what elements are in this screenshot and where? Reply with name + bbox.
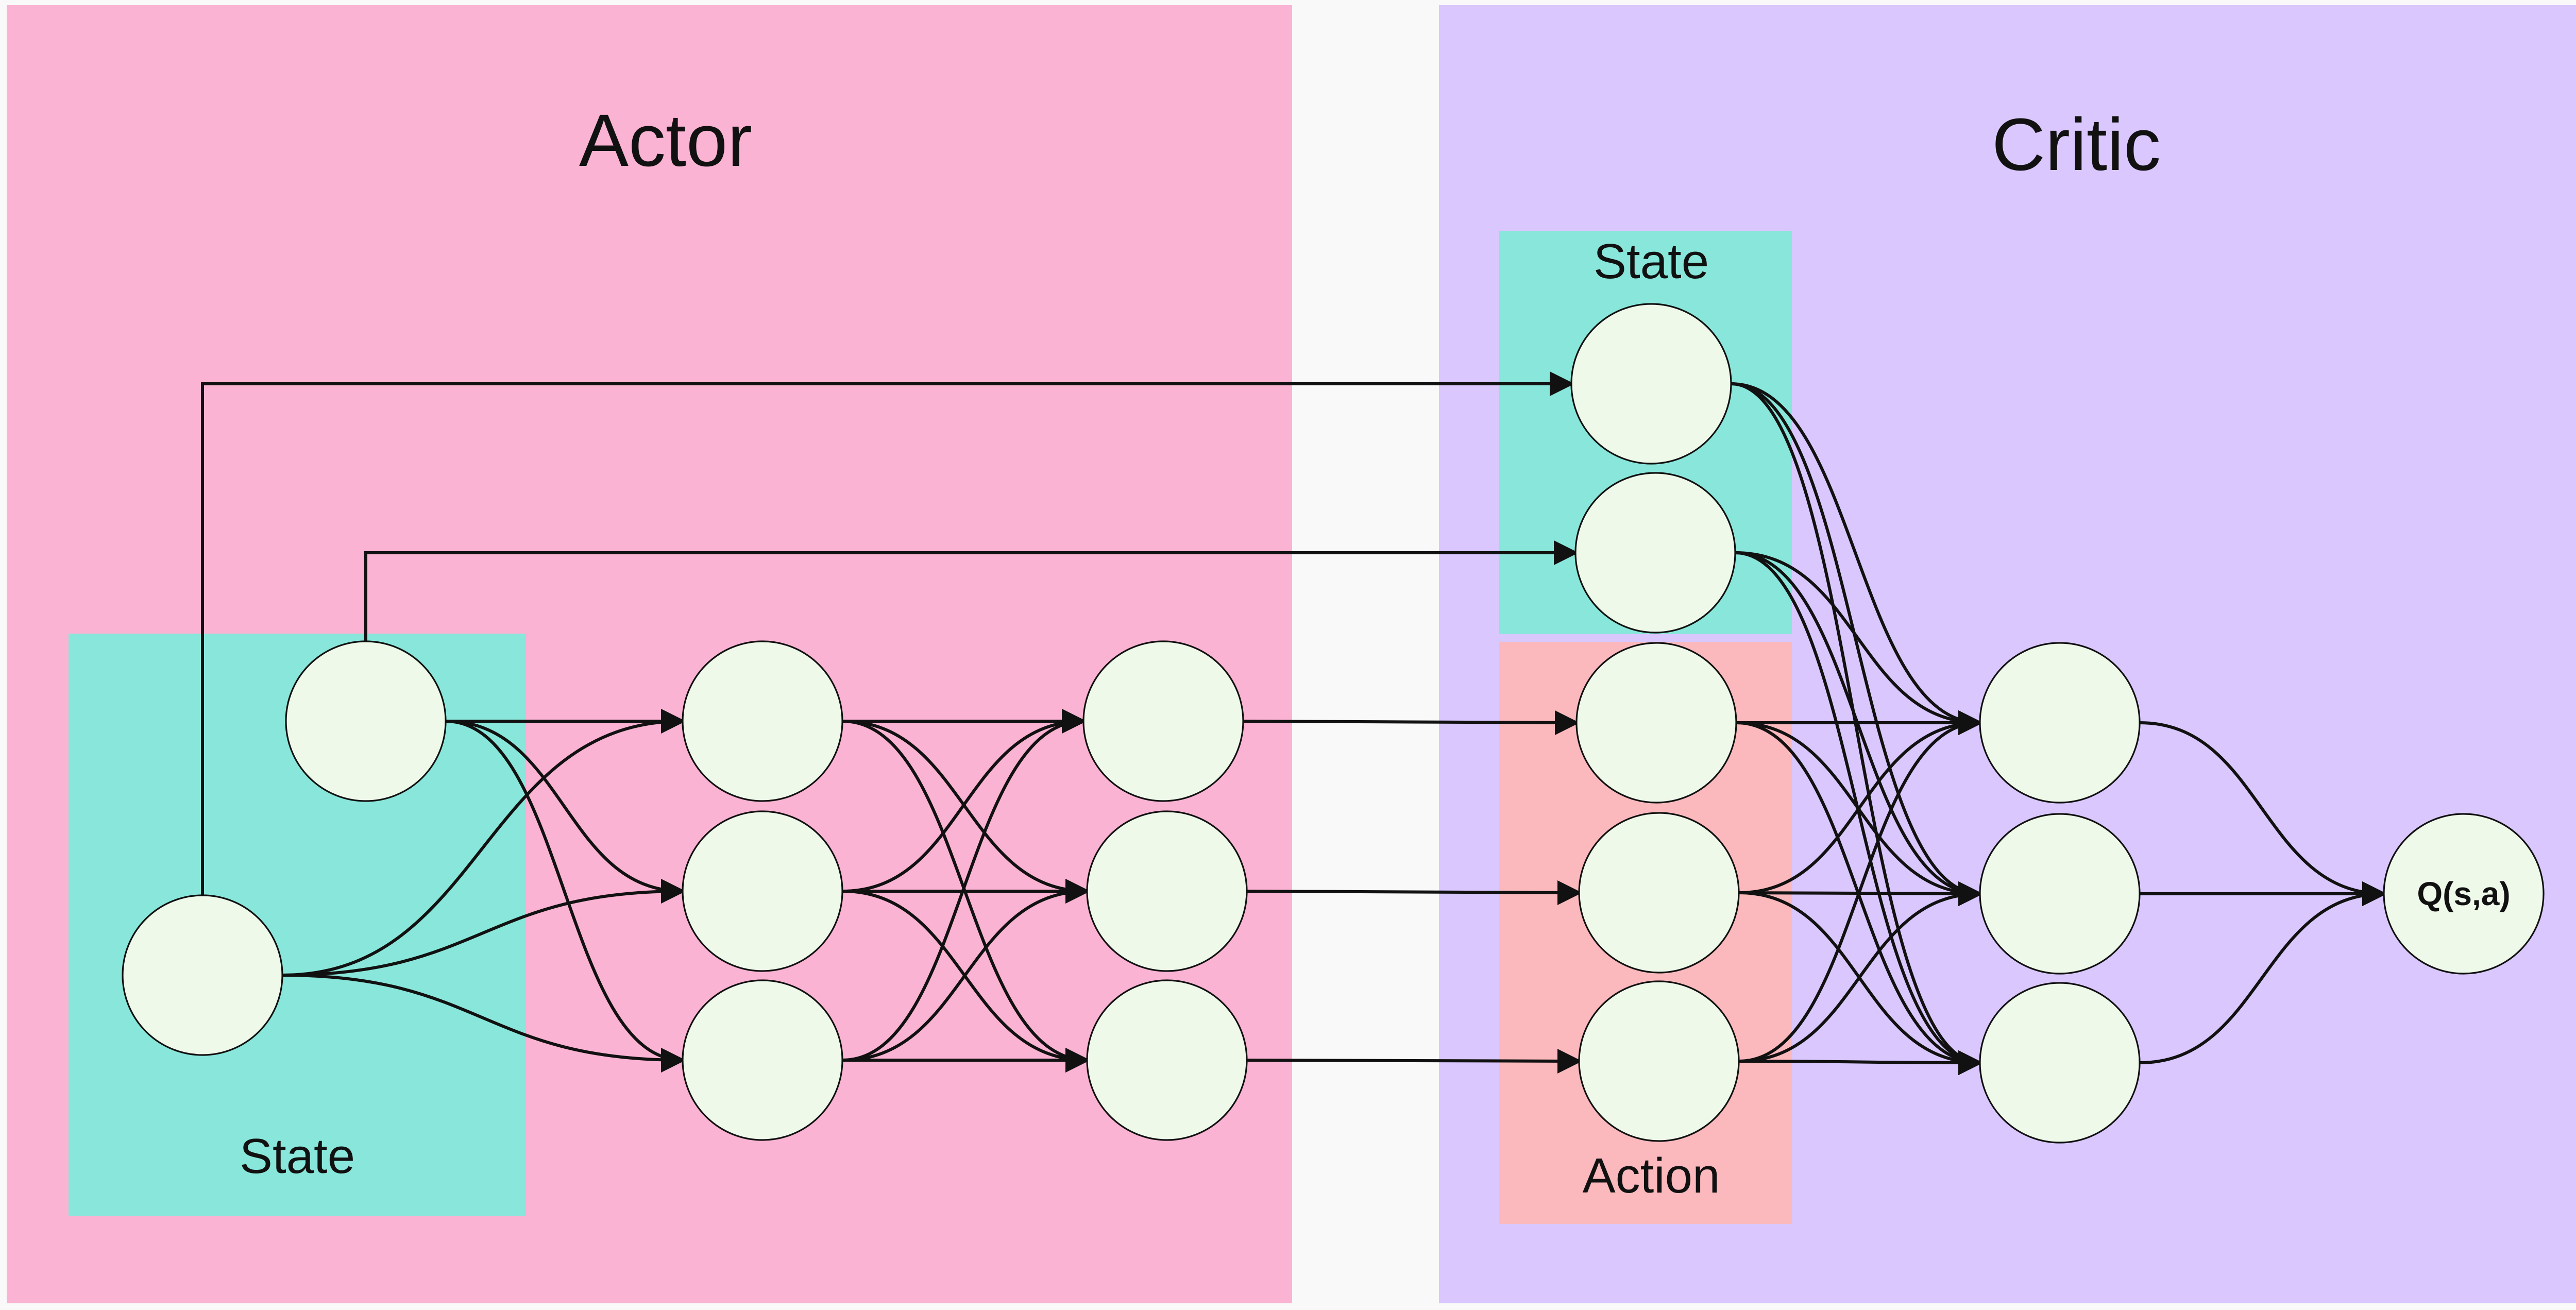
edge-critic-h-1-to-critic-out (2139, 721, 2387, 906)
edge-group (201, 371, 2387, 1075)
actor-title: Actor (579, 99, 752, 182)
node-actor-h1-2 (682, 810, 843, 972)
node-actor-in-1 (285, 640, 447, 802)
edge-critic-s-1-to-critic-h-1 (1731, 382, 1983, 735)
node-critic-a-3 (1578, 980, 1740, 1142)
edge-critic-a-3-to-critic-h-3 (1738, 1050, 1983, 1075)
edge-critic-h-3-to-critic-out (2139, 881, 2387, 1064)
edge-actor-in-2-to-actor-h1-1 (282, 709, 686, 977)
edge-critic-a-2-to-critic-h-1 (1738, 710, 1983, 894)
critic-state-label: State (1594, 234, 1709, 289)
edge-state-2-to-critic-s-1 (201, 371, 1574, 895)
edge-actor-in-2-to-actor-h1-2 (282, 879, 686, 977)
edge-actor-in-1-to-actor-h1-2 (445, 720, 686, 904)
edge-actor-in-1-to-actor-h1-3 (445, 720, 686, 1073)
node-critic-h-1 (1979, 642, 2141, 804)
edge-actor-h1-3-to-actor-h2-2 (842, 879, 1090, 1062)
node-actor-h2-1 (1082, 640, 1244, 802)
edge-critic-a-3-to-critic-h-1 (1738, 710, 1983, 1063)
node-actor-h2-2 (1086, 810, 1248, 972)
node-actor-h1-3 (682, 979, 843, 1141)
node-group (122, 303, 2545, 1144)
node-critic-h-2 (1979, 813, 2141, 975)
node-actor-h1-1 (682, 640, 843, 802)
edge-actor-h2-3-to-critic-a-3 (1246, 1048, 1582, 1074)
edge-actor-h2-1-to-critic-a-1 (1243, 710, 1580, 735)
edge-critic-a-3-to-critic-h-2 (1738, 881, 1983, 1063)
edge-critic-s-2-to-critic-h-1 (1735, 551, 1983, 735)
critic-action-label: Action (1583, 1148, 1720, 1203)
node-critic-out (2383, 813, 2545, 975)
edge-actor-h1-2-to-actor-h2-1 (842, 709, 1087, 893)
edge-actor-in-2-to-actor-h1-3 (282, 974, 686, 1073)
node-actor-in-2 (122, 894, 283, 1056)
node-actor-h2-3 (1086, 979, 1248, 1141)
edge-actor-h1-3-to-actor-h2-1 (842, 709, 1087, 1062)
edge-critic-s-1-to-critic-h-2 (1731, 382, 1983, 906)
output-label: Q(s,a) (2417, 875, 2510, 912)
node-critic-a-2 (1578, 812, 1740, 974)
node-critic-s-1 (1570, 303, 1732, 465)
node-critic-s-2 (1574, 472, 1736, 634)
node-critic-a-1 (1575, 642, 1737, 804)
actor-state-label: State (240, 1129, 355, 1184)
edge-state-1-to-critic-s-2 (364, 540, 1579, 641)
critic-title: Critic (1992, 103, 2161, 186)
node-critic-h-3 (1979, 982, 2141, 1144)
edge-actor-h2-2-to-critic-a-2 (1246, 880, 1582, 905)
